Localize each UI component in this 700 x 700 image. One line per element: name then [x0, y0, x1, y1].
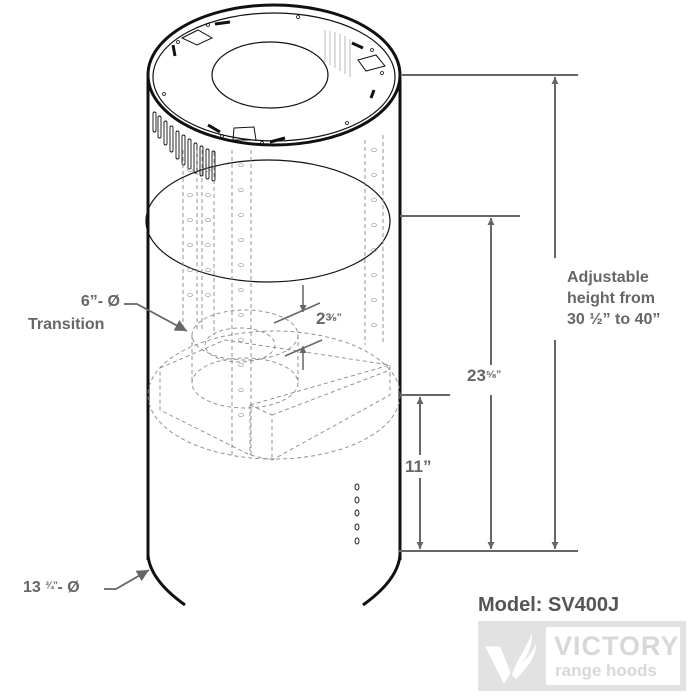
- transition-word-text: Transition: [28, 316, 105, 333]
- cylinder-outline: [146, 3, 402, 607]
- brand-text-box: VICTORY range hoods: [546, 627, 680, 685]
- transition-size-label: 6”- Ø: [40, 293, 120, 311]
- dimension-lines: [104, 74, 578, 590]
- chimney-height-label: 23⁵⁄₈”: [467, 366, 501, 386]
- hidden-internal-frame: [147, 135, 401, 461]
- gap-whole-text: 2: [316, 309, 326, 328]
- perforation-grid: [324, 30, 351, 77]
- diameter-label: 13 ¾”- Ø: [23, 579, 80, 597]
- chimney-height-whole: 23: [467, 366, 486, 385]
- chimney-joint: [145, 159, 391, 283]
- frame-holes: [187, 148, 377, 417]
- diameter-whole: 13: [23, 579, 41, 596]
- adjustable-line-1: Adjustable: [567, 269, 649, 286]
- control-buttons: [354, 483, 360, 545]
- adjustable-line-2: height from: [567, 290, 655, 307]
- body-height-text: 11”: [405, 457, 432, 476]
- adjustable-height-label: Adjustable height from 30 ½” to 40”: [567, 267, 660, 330]
- brand-tagline: range hoods: [555, 661, 658, 680]
- flame-v-icon: [485, 633, 536, 685]
- diameter-fraction: ¾”: [45, 580, 58, 592]
- adjustable-line-3: 30 ½” to 40”: [567, 311, 661, 328]
- gap-fraction-text: 3⁄₈”: [325, 311, 342, 324]
- top-plate-details: [162, 15, 386, 145]
- gap-dimension-label: 23⁄₈”: [316, 309, 342, 329]
- diameter-suffix: - Ø: [57, 579, 80, 596]
- body-height-label: 11”: [405, 457, 432, 477]
- brand-logo: VICTORY range hoods: [478, 621, 686, 691]
- transition-size-text: 6”- Ø: [80, 293, 120, 310]
- brand-name: VICTORY: [554, 631, 680, 661]
- model-number: Model: SV400J: [478, 594, 620, 616]
- transition-word-label: Transition: [28, 316, 104, 334]
- chimney-height-fraction: ⁵⁄₈”: [485, 368, 501, 381]
